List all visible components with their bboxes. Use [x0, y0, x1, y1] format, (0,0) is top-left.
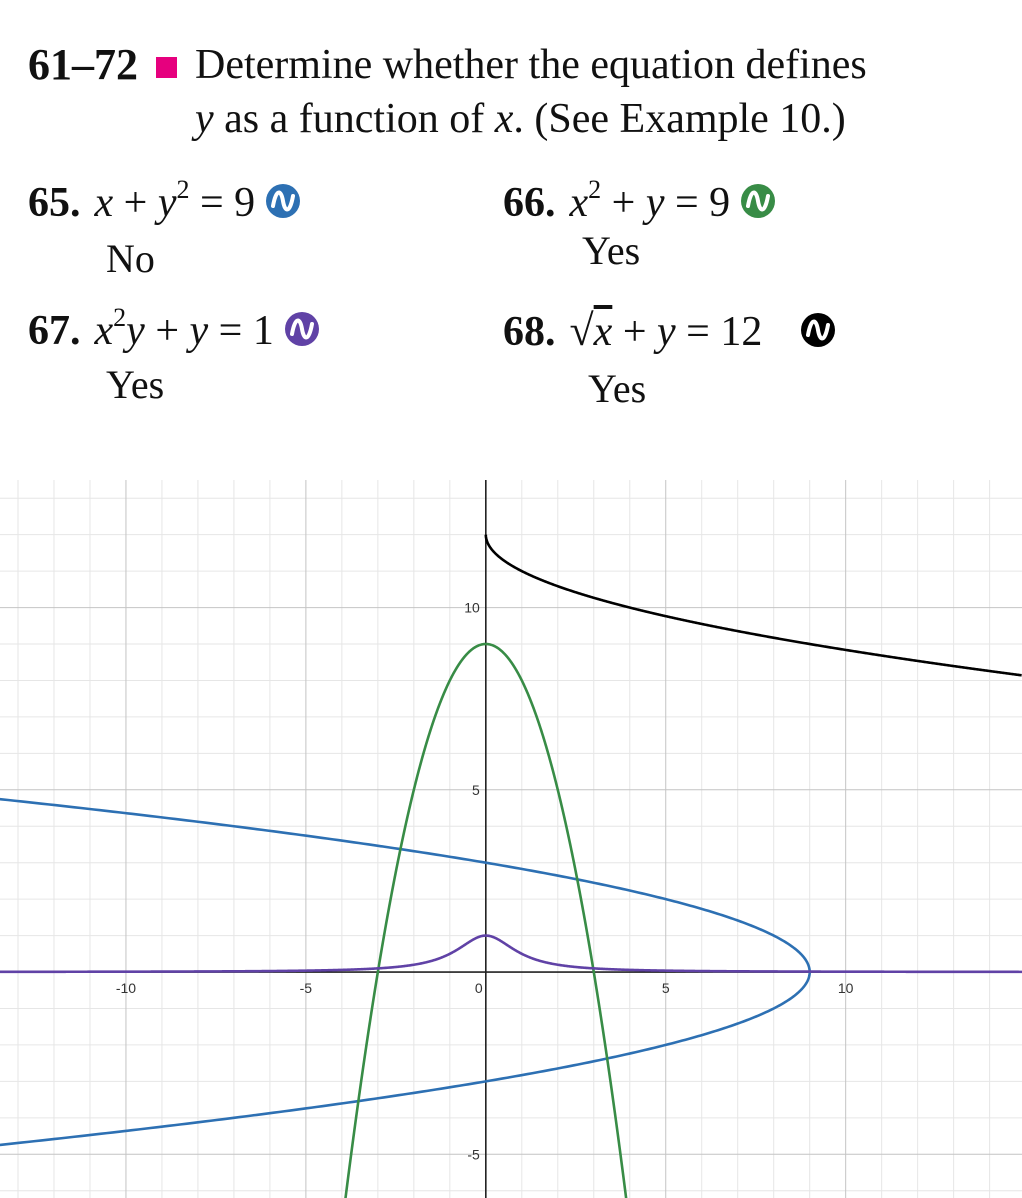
answer-68: Yes — [588, 366, 647, 411]
answer-65: No — [106, 236, 155, 281]
curve-parabola — [344, 642, 628, 1198]
x-tick-label: -10 — [116, 980, 136, 996]
equation: x + y2 = 9 — [94, 175, 256, 227]
wave-icon[interactable] — [265, 183, 301, 219]
problem-68: 68. √x + y = 12 — [503, 306, 836, 357]
y-tick-label: 5 — [472, 782, 480, 798]
function-graph[interactable]: -10 -5 0 5 10 10 5 -5 — [0, 480, 1022, 1198]
tick-labels: -10 -5 0 5 10 10 5 -5 — [116, 600, 854, 1163]
problem-number: 66. — [503, 180, 556, 226]
equation: x2y + y = 1 — [94, 303, 274, 355]
instruction-line-1: Determine whether the equation defines — [195, 42, 867, 88]
exercise-range: 61–72 — [28, 40, 138, 89]
problem-65: 65. x + y2 = 9 — [28, 175, 301, 228]
x-tick-label: 10 — [838, 980, 854, 996]
curves — [0, 534, 1022, 1198]
equation: √x + y = 12 — [569, 306, 763, 355]
problem-number: 68. — [503, 309, 556, 355]
problem-66: 66. x2 + y = 9 — [503, 175, 776, 228]
problem-number: 67. — [28, 308, 81, 354]
problem-number: 65. — [28, 180, 81, 226]
axes — [0, 480, 1022, 1198]
minor-grid — [0, 480, 1022, 1198]
pink-square-icon — [156, 57, 177, 78]
instruction-line-2: y as a function of x. (See Example 10.) — [195, 96, 846, 142]
curve-bell — [0, 934, 1022, 974]
answer-66: Yes — [582, 228, 641, 273]
equation: x2 + y = 9 — [569, 175, 731, 227]
exercise-header: 61–72 Determine whether the equation def… — [28, 38, 1008, 146]
x-tick-label: 0 — [475, 980, 483, 996]
major-grid — [0, 480, 1022, 1198]
wave-icon[interactable] — [800, 312, 836, 348]
wave-icon[interactable] — [284, 311, 320, 347]
y-tick-label: 10 — [464, 600, 480, 616]
y-tick-label: -5 — [467, 1146, 480, 1162]
curve-sqrt — [484, 534, 1022, 677]
x-tick-label: -5 — [300, 980, 313, 996]
problem-67: 67. x2y + y = 1 — [28, 303, 320, 356]
instruction-text: Determine whether the equation defines y… — [195, 38, 867, 146]
answer-67: Yes — [106, 362, 165, 407]
wave-icon[interactable] — [740, 183, 776, 219]
x-tick-label: 5 — [662, 980, 670, 996]
